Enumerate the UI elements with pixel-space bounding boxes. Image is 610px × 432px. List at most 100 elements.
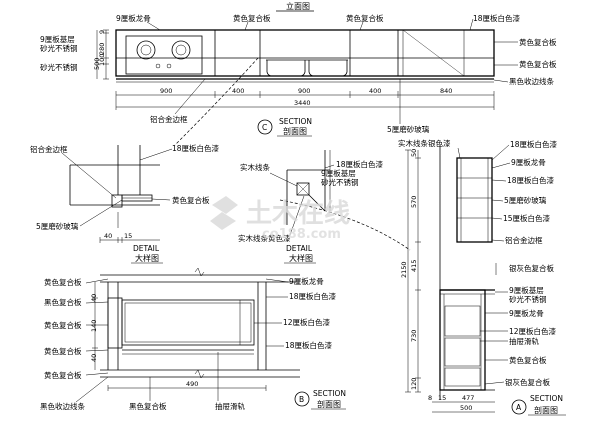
label-alu: 铝合金边框: [30, 144, 68, 154]
upper-cabinet-section: [456, 157, 493, 243]
label-solid-silver: 实木线条银色漆: [398, 138, 451, 148]
detail1-en: DETAIL: [133, 244, 160, 253]
label-white18a: 18厘板白色漆: [510, 139, 558, 149]
dim-ticks: [405, 149, 421, 393]
drawer: [444, 337, 481, 367]
label-solid-paint: 实木线条: [240, 162, 270, 172]
dim-8: 8: [428, 394, 432, 402]
leader: [493, 79, 509, 83]
leader: [491, 144, 510, 161]
drawer: [444, 305, 481, 337]
watermark-logo: [210, 196, 238, 230]
label-steel: 砂光不锈钢: [509, 294, 547, 304]
label-steel2: 砂光不锈钢: [40, 62, 78, 72]
dim-415: 415: [410, 260, 418, 272]
hatch: [296, 182, 310, 196]
detail-callout-curve: [279, 199, 411, 251]
dim-ticks: [115, 91, 495, 110]
detail2-en: DETAIL: [286, 244, 313, 253]
label-black1: 黑色复合板: [44, 297, 82, 307]
elevation-title: 立面图: [286, 1, 310, 11]
section-b: 40 140 40 490 黄色复合板 黑色复合板 黄色复合板 黄色复合板 黄色…: [40, 267, 346, 411]
leader: [151, 198, 171, 201]
leader: [265, 278, 289, 283]
label-keel9: 9厘板龙骨: [116, 13, 151, 23]
leader: [85, 372, 109, 376]
label-silver-comp2: 银灰色复合板: [505, 377, 550, 387]
label-yellow: 黄色复合板: [172, 195, 210, 205]
detail1-cn: 大样图: [135, 253, 159, 263]
label-base9: 9厘板基层: [40, 34, 75, 44]
label-yellow3: 黄色复合板: [44, 346, 82, 356]
dim-40: 40: [90, 294, 98, 302]
label-glass5: 5厘磨砂玻璃: [36, 221, 79, 231]
label-white18b: 18厘板白色漆: [285, 340, 333, 350]
section-a-en: SECTION: [530, 394, 563, 403]
label-rail: 抽屉滑轨: [215, 401, 245, 411]
label-white15: 15厘板白色漆: [503, 213, 551, 223]
drawer-box: [121, 299, 255, 346]
detail-left: 40 15 铝合金边框 18厘板白色漆 黄色复合板 5厘磨砂玻璃 DETAIL …: [30, 143, 220, 264]
leader: [85, 278, 109, 284]
break-mark: [194, 369, 205, 379]
label-yellow1: 黄色复合板: [233, 13, 271, 23]
section-c-cn: 剖面图: [283, 126, 307, 136]
leader: [139, 148, 173, 161]
burner: [140, 44, 152, 56]
detail2-cn: 大样图: [289, 253, 313, 263]
detail-callout-curve: [174, 57, 259, 146]
dim-900: 900: [160, 87, 172, 95]
label-keel9: 9厘板龙骨: [511, 157, 546, 167]
dim-400: 400: [369, 87, 381, 95]
label-white12: 12厘板白色漆: [283, 317, 331, 327]
label-rail: 抽屉滑轨: [509, 336, 539, 346]
glass-mark: [402, 29, 465, 77]
leader: [61, 152, 117, 199]
leader: [79, 199, 123, 227]
label-glass5: 5厘磨砂玻璃: [387, 124, 430, 134]
watermark-text: 土木在线: [246, 199, 350, 229]
leader: [244, 21, 249, 31]
lower-cabinet-section: [439, 289, 486, 391]
leader: [484, 381, 505, 385]
label-base9: 9厘板基层: [321, 168, 356, 178]
dim-280: 280: [98, 43, 106, 55]
label-yellow1: 黄色复合板: [44, 277, 82, 287]
leader: [174, 78, 206, 115]
drawer: [444, 367, 481, 387]
solid-wood-profile: [296, 182, 310, 196]
section-a-marker: [511, 399, 527, 415]
label-yellow: 黄色复合板: [509, 355, 547, 365]
label-steel: 砂光不锈钢: [40, 43, 78, 53]
knob: [155, 63, 161, 69]
leader: [85, 349, 109, 352]
sink-bowl: [266, 60, 306, 77]
dim-15: 15: [438, 394, 446, 402]
leader: [359, 21, 364, 31]
section-c-marker: [257, 119, 273, 135]
dim-730: 730: [410, 330, 418, 342]
dim-120: 120: [410, 378, 418, 390]
knob: [166, 63, 172, 69]
upper-cabinet-outline: [115, 29, 495, 77]
leader: [75, 376, 109, 403]
label-keel9: 9厘板龙骨: [289, 276, 324, 286]
label-glass5: 5厘磨砂玻璃: [504, 195, 547, 205]
dim-900: 900: [298, 87, 310, 95]
label-white18: 18厘板白色漆: [336, 159, 384, 169]
dim-490: 490: [186, 380, 198, 388]
label-alu: 铝合金边框: [505, 235, 543, 245]
label-yellow-right: 黄色复合板: [519, 37, 557, 47]
section-b-letter: B: [299, 395, 304, 404]
label-yellow4: 黄色复合板: [44, 370, 82, 380]
sink-bowl: [308, 60, 348, 77]
leader: [146, 21, 161, 31]
leader: [491, 199, 504, 202]
watermark: 土木在线 co188.com: [210, 196, 350, 242]
dim-2150: 2150: [400, 261, 408, 278]
label-white18b: 18厘板白色漆: [507, 175, 555, 185]
burner: [175, 44, 187, 56]
label-white18: 18厘板白色漆: [172, 143, 220, 153]
leader: [491, 217, 503, 220]
